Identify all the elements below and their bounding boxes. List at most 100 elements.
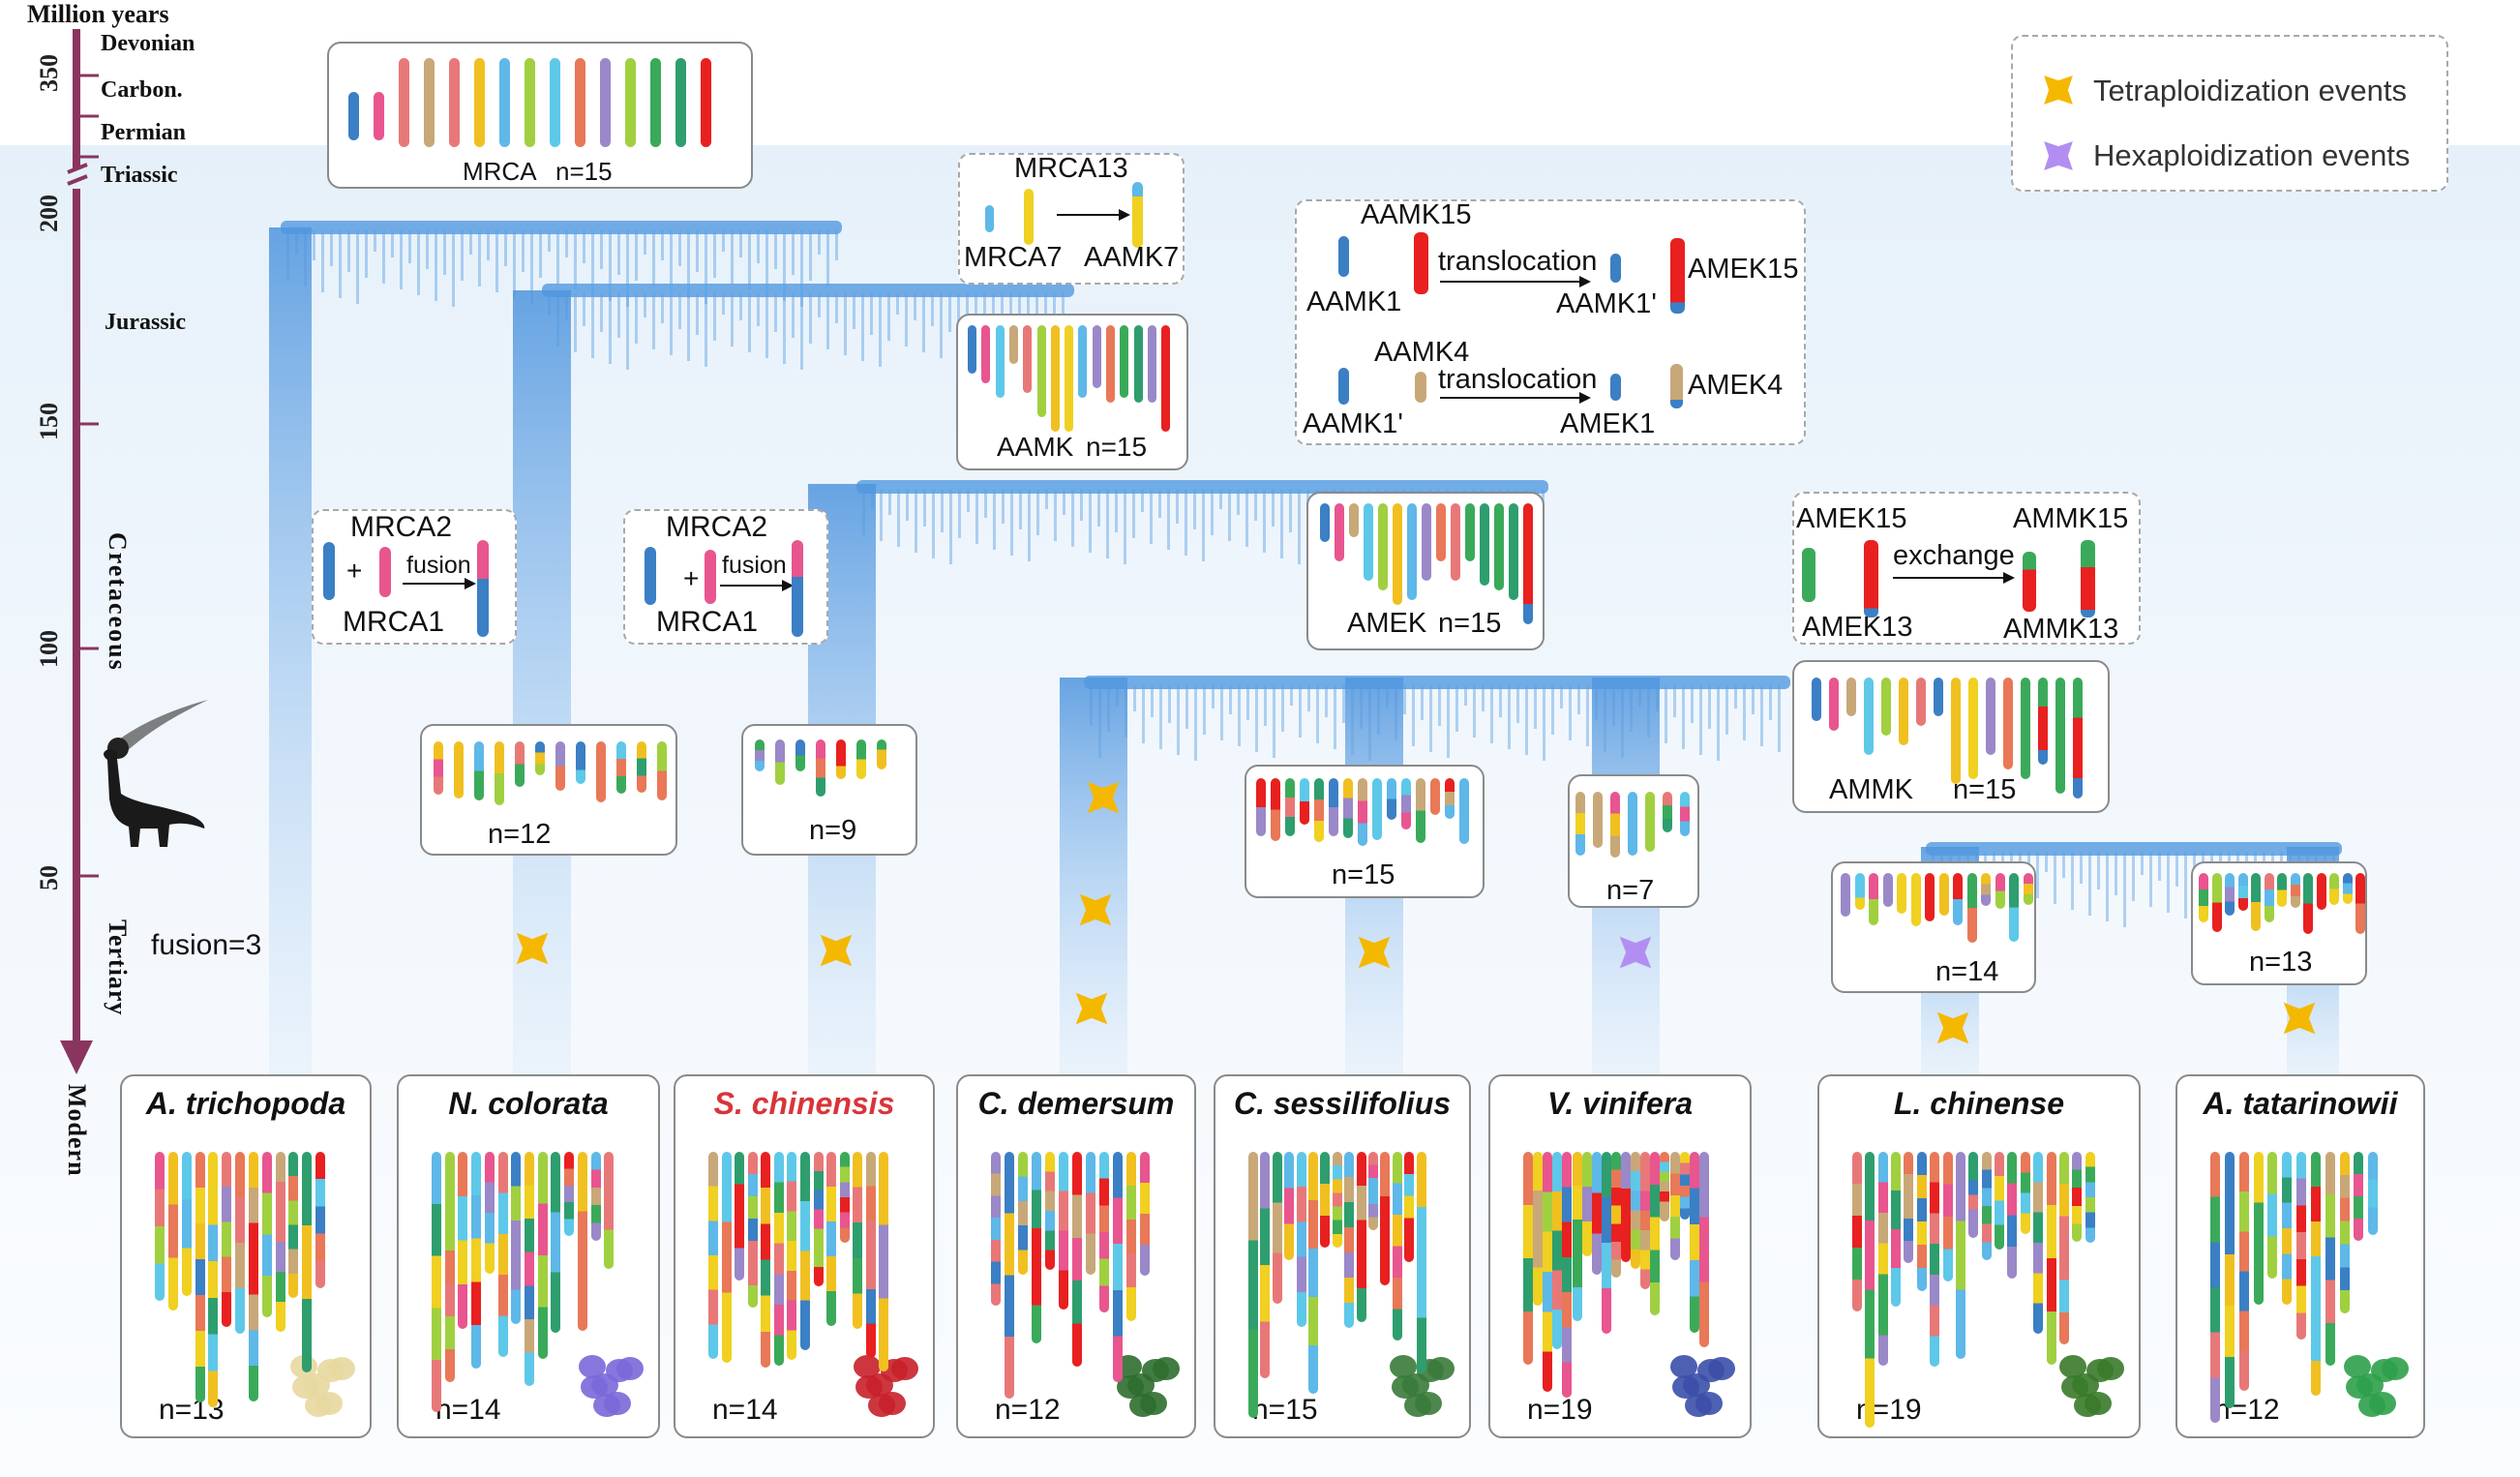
- water-streak: [1473, 685, 1476, 738]
- water-streak: [1299, 685, 1302, 738]
- water-streak: [1158, 490, 1161, 518]
- branch-ledge: [281, 221, 842, 234]
- chromosome: [1995, 873, 2005, 910]
- intermediate-n-5: n=14: [1935, 956, 1999, 987]
- aamk15-label: AAMK15: [1361, 199, 1472, 230]
- chromosome: [2211, 873, 2222, 933]
- amek-n: n=15: [1438, 608, 1502, 639]
- water-streak: [870, 293, 873, 335]
- chromosome: [1509, 503, 1518, 600]
- chromosome: [1368, 1152, 1378, 1230]
- tetraploidization-star-icon: [516, 932, 549, 965]
- plant-photo-icon: [2344, 1355, 2409, 1417]
- period-tertiary: Tertiary: [104, 919, 132, 1016]
- exchange-a: AMEK15: [1796, 503, 1907, 534]
- chromosome: [1392, 1152, 1402, 1341]
- chromosome: [1036, 325, 1046, 417]
- water-streak: [2071, 852, 2074, 910]
- water-streak: [844, 293, 847, 355]
- chromosome: [1610, 374, 1621, 401]
- water-streak: [1429, 685, 1432, 752]
- chromosome: [1338, 368, 1349, 405]
- time-axis-bar: [60, 29, 99, 1074]
- water-streak: [678, 230, 681, 266]
- chromosome: [1882, 873, 1893, 907]
- chromosome: [2290, 873, 2300, 909]
- chromosome: [708, 1152, 718, 1360]
- water-streak: [461, 230, 464, 281]
- water-streak: [922, 293, 925, 352]
- water-streak: [2158, 852, 2161, 881]
- legend-tetra-label: Tetraploidization events: [2093, 74, 2407, 107]
- water-streak: [1699, 685, 1702, 755]
- chromosome: [1930, 1152, 1940, 1367]
- chromosome: [1260, 1152, 1271, 1378]
- chromosome: [800, 1152, 810, 1351]
- water-streak: [949, 490, 952, 564]
- chromosome: [1494, 503, 1504, 590]
- tetraploidization-star-icon: [2283, 1002, 2316, 1035]
- water-streak: [2097, 852, 2100, 889]
- chromosome: [474, 58, 485, 147]
- water-streak: [539, 230, 542, 278]
- chromosome: [2253, 1152, 2264, 1305]
- chromosome: [1008, 325, 1018, 364]
- chromosome: [261, 1152, 272, 1318]
- chromosome: [775, 739, 785, 786]
- water-streak: [487, 230, 490, 260]
- water-streak: [1167, 490, 1170, 550]
- period-devonian: Devonian: [101, 31, 195, 56]
- water-streak: [984, 490, 987, 518]
- branch-ledge: [1926, 842, 2342, 856]
- water-streak: [1560, 685, 1563, 708]
- hexaploidization-star-icon: [2044, 141, 2073, 170]
- ammk-label: AMMK: [1829, 774, 1913, 805]
- water-streak: [774, 293, 777, 332]
- water-streak: [1106, 490, 1109, 558]
- chromosome: [1005, 1152, 1014, 1400]
- chromosome: [879, 1152, 889, 1372]
- water-streak: [1691, 685, 1694, 723]
- water-streak: [556, 230, 559, 284]
- water-streak: [2045, 852, 2048, 872]
- water-streak: [2036, 852, 2039, 898]
- water-streak: [2054, 852, 2056, 904]
- intermediate-box-schisandra-ancestor: [741, 724, 917, 856]
- dinosaur-icon: [104, 749, 205, 847]
- chromosome: [555, 741, 565, 791]
- chromosome: [1300, 778, 1309, 826]
- water-streak: [932, 490, 935, 558]
- aamk-label: AAMK: [997, 432, 1074, 462]
- chromosome: [813, 1152, 824, 1286]
- chromosome: [471, 1152, 482, 1370]
- chromosome: [2310, 1152, 2321, 1397]
- chromosome: [1864, 540, 1878, 618]
- water-streak: [1219, 490, 1222, 509]
- fusion1-plus: +: [346, 556, 363, 586]
- water-streak: [800, 230, 803, 307]
- tetraploidization-star-icon: [2044, 75, 2073, 105]
- fusion2-top: MRCA2: [666, 511, 768, 543]
- water-streak: [809, 293, 812, 344]
- water-streak: [1263, 490, 1266, 553]
- water-streak: [1482, 685, 1485, 711]
- chromosome: [497, 1152, 508, 1358]
- plant-photo-icon: [1670, 1355, 1735, 1417]
- chromosome: [458, 1152, 468, 1330]
- water-streak: [1752, 685, 1755, 714]
- chromosome: [1916, 1152, 1927, 1292]
- chromosome: [590, 1152, 601, 1242]
- water-streak: [1159, 685, 1162, 749]
- chromosome: [1938, 873, 1949, 917]
- chromosome: [537, 1152, 548, 1359]
- chromosome: [1320, 1152, 1331, 1249]
- species-name: C. demersum: [977, 1086, 1175, 1121]
- species-name: S. chinensis: [713, 1086, 895, 1121]
- water-streak: [1194, 685, 1197, 761]
- water-streak: [993, 490, 996, 550]
- water-streak: [722, 230, 725, 252]
- aamk1p-label-2: AAMK1': [1303, 408, 1403, 439]
- water-streak: [591, 293, 594, 358]
- tetraploidization-star-icon: [1079, 893, 1112, 926]
- water-streak: [687, 293, 690, 361]
